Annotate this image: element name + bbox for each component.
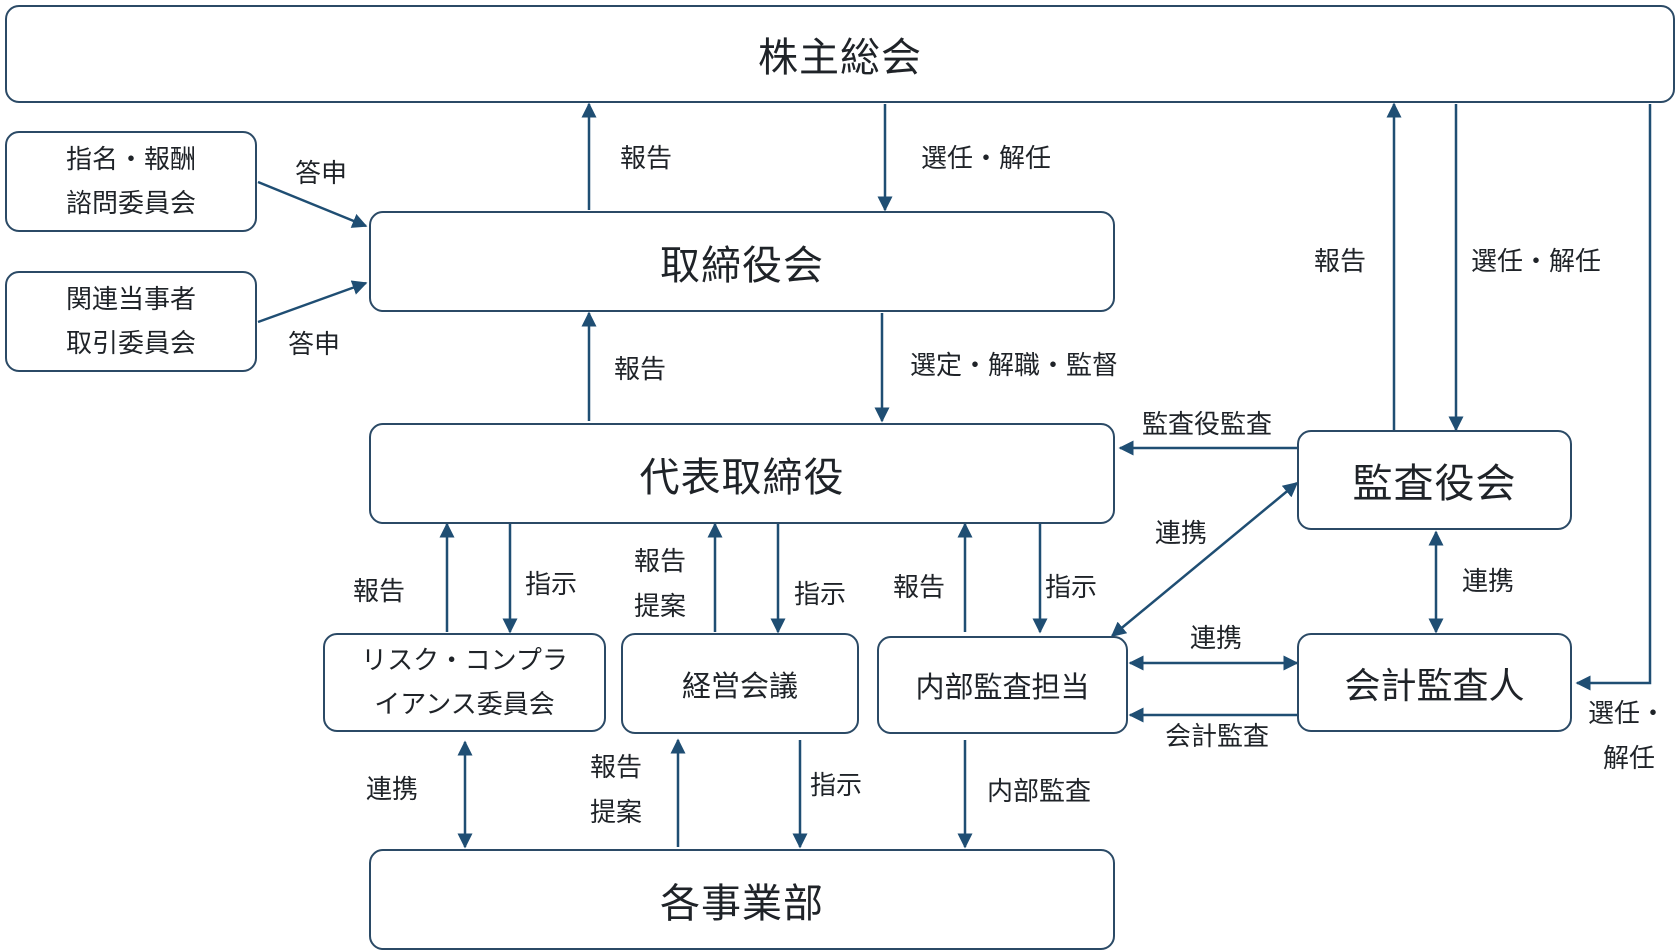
label-ia-report: 報告	[893, 573, 946, 603]
label-div-report-line2: 提案	[590, 798, 643, 828]
label-accounting-audit: 会計監査	[1165, 722, 1270, 752]
audit-board-box: 監査役会	[1297, 430, 1572, 530]
label-appoint-accounting-line2: 解任	[1603, 744, 1656, 774]
label-mgmt-report-line2: 提案	[634, 592, 687, 622]
board-of-directors-box: 取締役会	[369, 211, 1115, 312]
accounting-auditor-label: 会計監査人	[1344, 665, 1525, 707]
label-board-report: 報告	[620, 144, 673, 174]
label-auditor-audit: 監査役監査	[1142, 410, 1273, 440]
arrow-nomination-to-board	[257, 180, 368, 228]
label-coop-ia-auditors: 連携	[1155, 519, 1208, 549]
business-divisions-box: 各事業部	[369, 849, 1115, 950]
label-div-instruct: 指示	[810, 771, 863, 801]
label-mgmt-instruct: 指示	[794, 580, 847, 610]
nomination-committee-box: 指名・報酬 諮問委員会	[5, 131, 257, 232]
internal-audit-label: 内部監査担当	[915, 670, 1090, 704]
label-risk-instruct: 指示	[525, 570, 578, 600]
risk-compliance-committee-box: リスク・コンプラ イアンス委員会	[323, 633, 606, 732]
label-board-appoint: 選任・解任	[921, 144, 1052, 174]
management-meeting-box: 経営会議	[621, 633, 859, 734]
label-appoint-accounting-line1: 選任・	[1588, 699, 1667, 729]
shareholders-meeting-box: 株主総会	[5, 5, 1675, 103]
audit-board-label: 監査役会	[1352, 461, 1517, 507]
nomination-committee-line1: 指名・報酬	[65, 144, 196, 175]
president-box: 代表取締役	[369, 423, 1115, 524]
board-of-directors-label: 取締役会	[660, 242, 824, 289]
label-toushin-nomination: 答申	[295, 159, 348, 189]
label-select-supervise: 選定・解職・監督	[910, 351, 1119, 381]
management-meeting-label: 経営会議	[681, 668, 798, 703]
arrow-coop-ia-auditors	[1110, 482, 1299, 637]
accounting-auditor-box: 会計監査人	[1297, 633, 1572, 732]
label-auditors-report: 報告	[1314, 247, 1367, 277]
nomination-committee-line2: 諮問委員会	[65, 188, 196, 219]
risk-committee-line1: リスク・コンプラ	[361, 645, 568, 676]
president-label: 代表取締役	[639, 454, 845, 501]
business-divisions-label: 各事業部	[660, 880, 824, 927]
label-ia-instruct: 指示	[1045, 573, 1098, 603]
label-auditors-appoint: 選任・解任	[1471, 247, 1602, 277]
label-internal-audit: 内部監査	[987, 777, 1092, 807]
related-party-committee-box: 関連当事者 取引委員会	[5, 271, 257, 372]
related-party-committee-line2: 取引委員会	[65, 328, 196, 359]
label-coop-risk-divisions: 連携	[366, 775, 419, 805]
arrow-gm-appoint-accounting	[1575, 104, 1652, 691]
internal-audit-box: 内部監査担当	[877, 636, 1128, 734]
risk-committee-line2: イアンス委員会	[374, 689, 555, 720]
related-party-committee-line1: 関連当事者	[65, 284, 196, 315]
shareholders-meeting-label: 株主総会	[758, 35, 922, 81]
label-mgmt-report-line1: 報告	[634, 547, 687, 577]
label-coop-ia-accounting: 連携	[1190, 624, 1243, 654]
label-risk-report: 報告	[353, 577, 406, 607]
label-president-report: 報告	[614, 355, 667, 385]
label-div-report-line1: 報告	[590, 753, 643, 783]
label-coop-auditors-accounting: 連携	[1462, 567, 1515, 597]
arrow-related-to-board	[257, 280, 368, 324]
label-toushin-related: 答申	[288, 330, 341, 360]
